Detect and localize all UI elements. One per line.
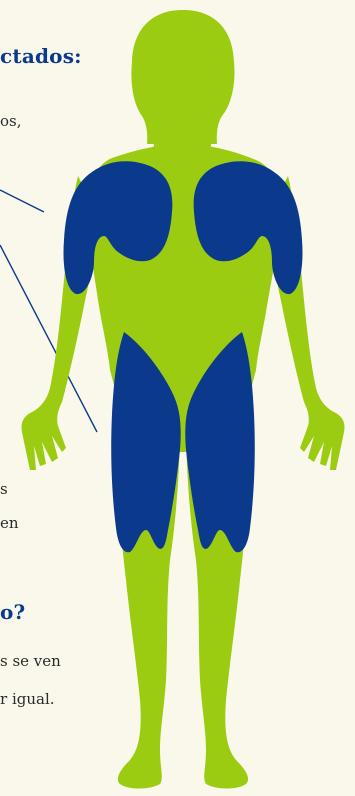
pointer-line-upper — [0, 190, 44, 212]
body-silhouette — [21, 10, 344, 789]
